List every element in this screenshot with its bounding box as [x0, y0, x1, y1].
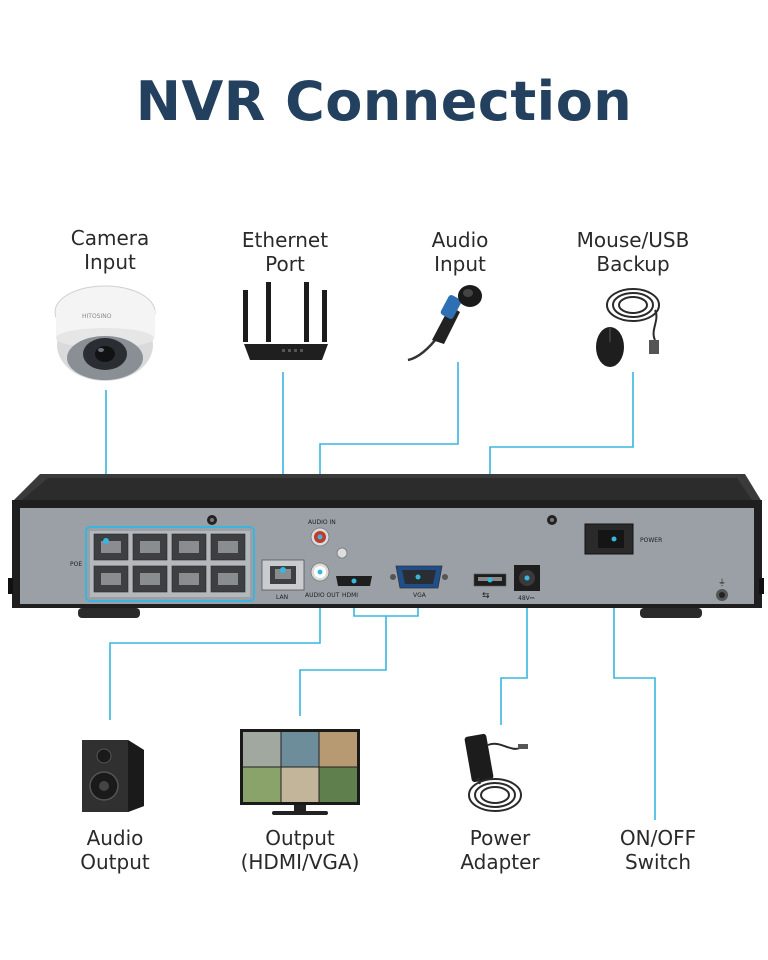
dome-camera-icon: HITOSINO — [54, 285, 156, 381]
poe-label: POE — [70, 561, 82, 568]
line-audio-output — [109, 575, 321, 720]
power-switch: POWER — [584, 523, 662, 555]
line-power — [500, 580, 528, 725]
line-video-output — [299, 616, 387, 716]
usb-symbol: ⇆ — [482, 591, 490, 601]
usb-port: ⇆ — [473, 573, 507, 601]
line-switch — [613, 540, 656, 820]
power-label: POWER — [640, 537, 662, 544]
label-output-hdmi-vga: Output(HDMI/VGA) — [240, 826, 360, 874]
camera-brand-text: HITOSINO — [82, 313, 112, 320]
audio-in-label: AUDIO IN — [308, 519, 336, 526]
hdmi-label: HDMI — [342, 592, 358, 599]
hdmi-port: HDMI — [336, 576, 372, 599]
svg-text:⏚: ⏚ — [718, 578, 726, 587]
power-adapter-icon — [464, 733, 528, 812]
audio-out-label: AUDIO OUT — [305, 592, 340, 599]
dc-label: 48V⎓ — [518, 595, 535, 602]
vga-label: VGA — [413, 592, 427, 599]
ground-terminal: ⏚ — [716, 578, 728, 601]
speaker-icon — [82, 740, 144, 812]
mouse-icon — [596, 288, 660, 367]
lan-port: LAN — [261, 559, 305, 601]
poe-port-block: POE — [70, 526, 255, 602]
monitor-icon — [240, 729, 360, 815]
audio-jacks: AUDIO IN AUDIO OUT — [305, 519, 348, 599]
dc-power-jack: 48V⎓ — [514, 565, 540, 602]
router-icon — [243, 282, 328, 360]
lan-label: LAN — [276, 594, 288, 601]
page-title: NVR Connection — [135, 70, 633, 133]
microphone-icon — [407, 285, 482, 362]
vga-port: VGA — [390, 565, 448, 599]
